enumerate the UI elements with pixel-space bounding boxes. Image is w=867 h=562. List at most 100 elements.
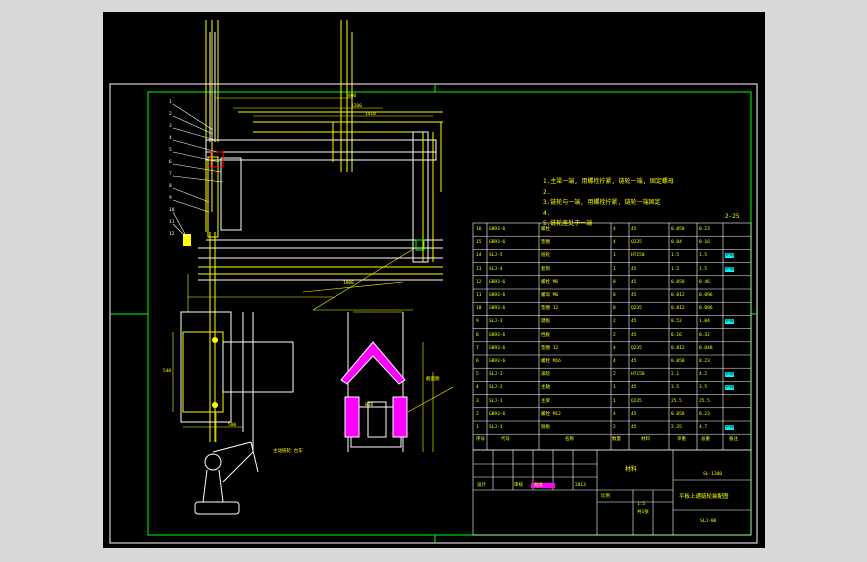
bom-cell: 4 — [613, 345, 616, 351]
bom-cell: 1.5 — [699, 253, 708, 259]
bom-cell: GB93-6 — [489, 227, 506, 232]
bom-cell: SLJ-2 — [489, 385, 503, 391]
bom-cell: HT150 — [631, 253, 645, 259]
tb-drawing-no: SLJ-00 — [700, 519, 717, 524]
tb-title: 平板上通链轮装配图 — [679, 494, 729, 500]
callout-leaders — [172, 103, 224, 239]
bom-cell: 外购 — [725, 425, 734, 430]
bom-cell: 25.5 — [699, 398, 710, 404]
bracket-white — [180, 311, 294, 452]
bom-cell: 1.04 — [699, 319, 710, 325]
bom-cell: 4 — [476, 385, 479, 391]
callout-8: 8 — [169, 184, 172, 189]
tb-sheet: 共1张 — [637, 510, 649, 515]
bom-row-lines — [473, 235, 751, 435]
callout-10: 10 — [169, 208, 175, 213]
callout-5: 5 — [169, 148, 172, 153]
bom-cell: 45 — [631, 332, 637, 338]
bolt-fastener — [183, 234, 191, 246]
bom-header-remark: 备注 — [729, 437, 738, 442]
bom-cell: 挡板 — [541, 332, 550, 338]
bom-cell: 0.46 — [699, 279, 710, 285]
bom-cell: 垫圈 12 — [541, 345, 559, 351]
bom-cell: 外购 — [725, 266, 734, 272]
column-elevation — [182, 232, 224, 442]
bom-cell: SLJ-5 — [489, 253, 503, 259]
bom-cell: 0.16 — [671, 332, 682, 338]
bolt-lower — [212, 402, 218, 408]
bom-cell: 滚轮 — [541, 372, 550, 378]
drawing-mark: 2-25 — [725, 213, 740, 220]
bom-cell: GB93-6 — [489, 240, 506, 246]
bom-cell: 8 — [476, 332, 479, 338]
bom-cell: 外购 — [725, 253, 734, 259]
bom-cell: 螺栓 — [541, 227, 550, 232]
bom-cell: 1.5 — [671, 253, 680, 259]
dim-lines — [187, 97, 433, 312]
bom-cell: 1 — [476, 425, 479, 430]
bom-cell: 螺栓 M16 — [541, 359, 561, 364]
column-dims — [172, 332, 243, 442]
note-line-5: 5.链轮座处于一端 — [543, 220, 593, 227]
bom-cell: 2 — [613, 332, 616, 338]
section-cap-hatch — [340, 341, 406, 385]
note-line-1: 1.主梁一端, 用螺栓拧紧, 链轮一端, 固定螺母 — [543, 178, 674, 185]
bom-cell: 0.058 — [671, 359, 685, 364]
bom-cell: 0.058 — [671, 227, 685, 232]
tb-designer: 设计 — [477, 483, 486, 488]
bom-cell: 4.7 — [699, 425, 708, 430]
bom-cell: GB93-6 — [489, 279, 506, 285]
bom-cell: 1.5 — [671, 266, 680, 272]
tb-material-label: 材料 — [625, 466, 638, 473]
title-highlight — [531, 483, 555, 488]
bom-cell: 25.5 — [671, 398, 682, 404]
bom-cell: Q235 — [631, 398, 642, 404]
bom-cell: 45 — [631, 319, 637, 325]
bom-cell: 1.5 — [699, 266, 708, 272]
bom-cell: GB93-6 — [489, 345, 506, 351]
bom-cell: 7 — [476, 345, 479, 351]
bom-cell: 1 — [613, 385, 616, 391]
bom-cell: 垫圈 12 — [541, 306, 559, 312]
bom-cell: 0.012 — [671, 345, 685, 351]
bom-cell: 螺栓 M12 — [541, 411, 561, 417]
dim-1410: 1410 — [365, 112, 376, 117]
bom-cell: 0.16 — [699, 240, 710, 246]
bom-cell: 2.1 — [671, 372, 680, 378]
bom-cell: 0.52 — [671, 319, 682, 325]
bom-cell: 45 — [631, 359, 637, 364]
dim-1000: 1000 — [343, 281, 354, 286]
bom-cell: 0.058 — [671, 411, 685, 417]
callout-4: 4 — [169, 136, 172, 141]
bom-cell: 2 — [613, 425, 616, 430]
bom-cell: 2 — [476, 411, 479, 417]
bom-cell: 11 — [476, 293, 482, 298]
bom-cell: 0.23 — [699, 359, 710, 364]
bom-cell: 45 — [631, 279, 637, 285]
callout-9: 9 — [169, 196, 172, 201]
bom-cell: 1 — [613, 266, 616, 272]
side-note: 主动链轮 台车 — [273, 449, 303, 454]
bom-cell: SLJ-3 — [489, 319, 503, 325]
bom-cell: 0.012 — [671, 306, 685, 312]
cad-model-viewport[interactable]: 1.主梁一端, 用螺栓拧紧, 链轮一端, 固定螺母 2. 3.链轮与一端, 用螺… — [103, 12, 765, 548]
tb-scale: 1:5 — [637, 502, 646, 507]
sprocket-pin — [415, 239, 425, 251]
bom-cell: 8 — [613, 293, 616, 298]
callout-2: 2 — [169, 112, 172, 117]
callout-6: 6 — [169, 160, 172, 165]
bom-cell: 45 — [631, 266, 637, 272]
bom-cell: 外购 — [725, 319, 734, 325]
bom-header-total: 总重 — [701, 437, 710, 442]
bom-cell: 4 — [613, 227, 616, 232]
callout-7: 7 — [169, 172, 172, 177]
bom-cell: 键板 — [541, 319, 550, 325]
tb-product: SL-1200 — [703, 472, 722, 477]
bom-cell: 螺母 M6 — [541, 293, 559, 298]
bom-cell: 4 — [613, 240, 616, 246]
section-dims — [353, 311, 454, 452]
bom-cell: 套筒 — [541, 266, 550, 272]
tb-date: 2013 — [575, 483, 586, 488]
bom-cell: 45 — [631, 411, 637, 417]
bom-cell: 0.048 — [699, 345, 713, 351]
